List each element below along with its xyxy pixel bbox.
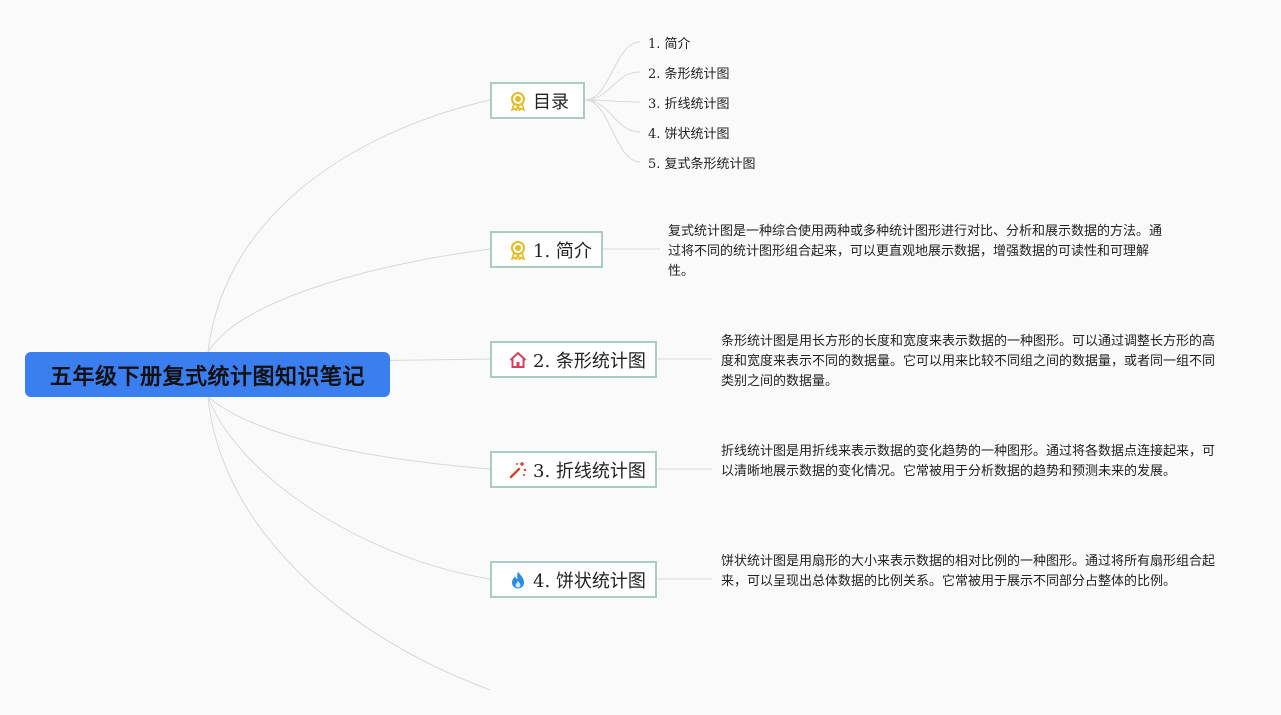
toc-item-3[interactable]: 3. 折线统计图 xyxy=(648,97,730,112)
connector-root-section-1 xyxy=(207,248,491,353)
section-node-bar-chart[interactable]: 2. 条形统计图 xyxy=(490,341,657,378)
connector-toc-item-3 xyxy=(584,99,641,103)
connector-root-section-5 xyxy=(207,396,491,691)
award-ribbon-icon xyxy=(508,91,528,111)
connector-toc-item-5 xyxy=(584,99,641,163)
toc-item-4[interactable]: 4. 饼状统计图 xyxy=(648,127,730,142)
section-description-line-chart: 折线统计图是用折线来表示数据的变化趋势的一种图形。通过将各数据点连接起来，可以清… xyxy=(721,444,1216,479)
section-label: 4. 饼状统计图 xyxy=(533,570,646,592)
root-title: 五年级下册复式统计图知识笔记 xyxy=(49,364,365,390)
connector-root-section-3 xyxy=(207,396,491,470)
toc-label: 目录 xyxy=(533,91,569,113)
home-icon xyxy=(508,350,528,370)
section-description-pie-chart: 饼状统计图是用扇形的大小来表示数据的相对比例的一种图形。通过将所有扇形组合起来，… xyxy=(721,554,1216,589)
award-ribbon-icon xyxy=(508,240,528,260)
section-description-intro: 复式统计图是一种综合使用两种或多种统计图形进行对比、分析和展示数据的方法。通过将… xyxy=(668,224,1163,279)
root-topic[interactable]: 五年级下册复式统计图知识笔记 xyxy=(25,352,390,397)
toc-item-1[interactable]: 1. 简介 xyxy=(648,37,691,52)
toc-item-2[interactable]: 2. 条形统计图 xyxy=(648,67,730,82)
section-node-line-chart[interactable]: 3. 折线统计图 xyxy=(490,451,657,488)
flame-icon xyxy=(508,570,528,590)
connector-toc-item-4 xyxy=(584,99,641,133)
section-label: 2. 条形统计图 xyxy=(533,350,646,372)
connector-toc-item-2 xyxy=(584,71,641,101)
section-description-bar-chart: 条形统计图是用长方形的长度和宽度来表示数据的一种图形。可以通过调整长方形的高度和… xyxy=(721,334,1216,389)
section-label: 1. 简介 xyxy=(533,240,592,262)
connector-toc-item-1 xyxy=(584,41,641,101)
toc-item-5[interactable]: 5. 复式条形统计图 xyxy=(648,157,756,172)
section-label: 3. 折线统计图 xyxy=(533,460,646,482)
connector-root-section-4 xyxy=(207,396,491,580)
connector-root-toc xyxy=(207,99,491,353)
toc-node[interactable]: 目录 xyxy=(490,82,585,119)
section-node-intro[interactable]: 1. 简介 xyxy=(490,231,603,268)
magic-wand-icon xyxy=(508,460,528,480)
section-node-pie-chart[interactable]: 4. 饼状统计图 xyxy=(490,561,657,598)
